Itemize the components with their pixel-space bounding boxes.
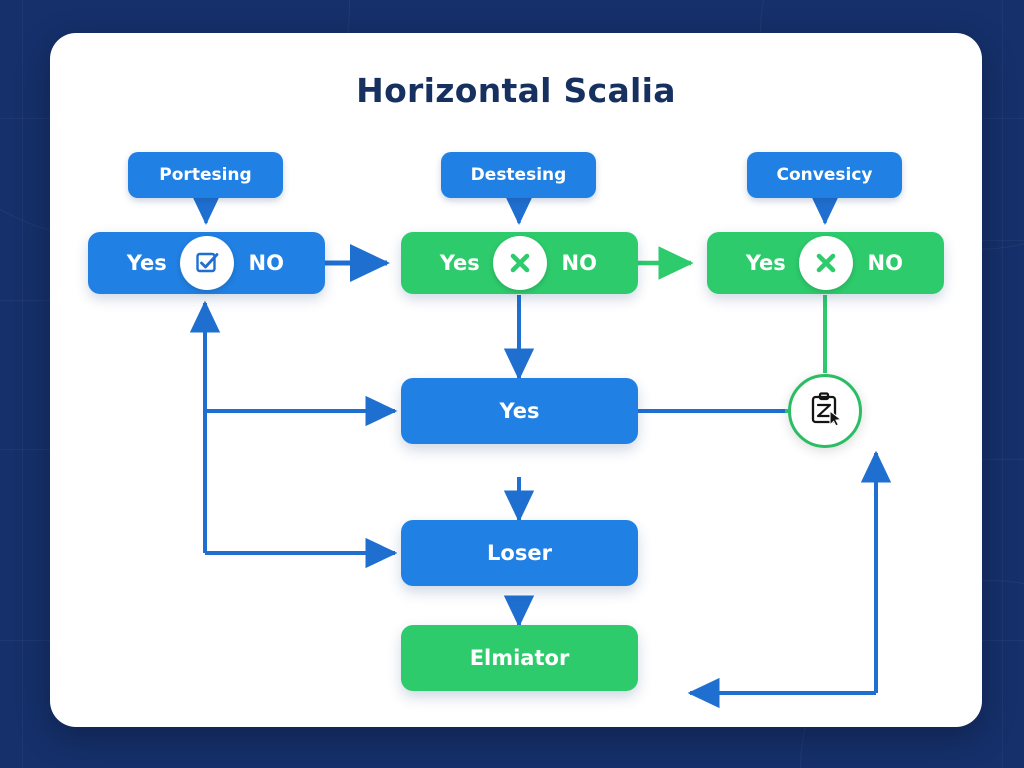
checkbox-checked-icon[interactable] (179, 236, 234, 290)
decision-bar-yes-label: Yes (745, 251, 786, 275)
header-chip-convesicy[interactable]: Convesicy (747, 152, 902, 198)
decision-bar-no-label: NO (248, 251, 284, 275)
header-chip-portesing[interactable]: Portesing (128, 152, 283, 198)
connector-layer (189, 197, 892, 709)
decision-bar-yes-label: Yes (439, 251, 480, 275)
decision-bar-convesicy[interactable]: Yes NO (707, 232, 944, 294)
header-chip-label: Convesicy (776, 165, 873, 185)
flow-node-yes[interactable]: Yes (401, 378, 638, 444)
flow-node-label: Yes (499, 399, 540, 423)
cross-x-icon[interactable] (798, 236, 853, 290)
flow-node-elmiator[interactable]: Elmiator (401, 625, 638, 691)
header-chip-destesing[interactable]: Destesing (441, 152, 596, 198)
flow-node-label: Loser (487, 541, 552, 565)
decision-bar-portesing[interactable]: Yes NO (88, 232, 325, 294)
background-line-v2 (1002, 0, 1003, 768)
decision-bar-destesing[interactable]: Yes NO (401, 232, 638, 294)
page-title: Horizontal Scalia (356, 71, 676, 110)
header-chip-label: Destesing (470, 165, 567, 185)
decision-bar-no-label: NO (867, 251, 903, 275)
background-line-v1 (22, 0, 23, 768)
cross-x-icon[interactable] (492, 236, 547, 290)
decision-bar-no-label: NO (561, 251, 597, 275)
flow-node-loser[interactable]: Loser (401, 520, 638, 586)
flow-node-label: Elmiator (469, 646, 570, 670)
diagram-card: Horizontal Scalia (50, 33, 982, 727)
clipboard-cursor-badge[interactable] (788, 374, 862, 448)
decision-bar-yes-label: Yes (126, 251, 167, 275)
clipboard-cursor-icon (805, 389, 845, 433)
header-chip-label: Portesing (159, 165, 252, 185)
